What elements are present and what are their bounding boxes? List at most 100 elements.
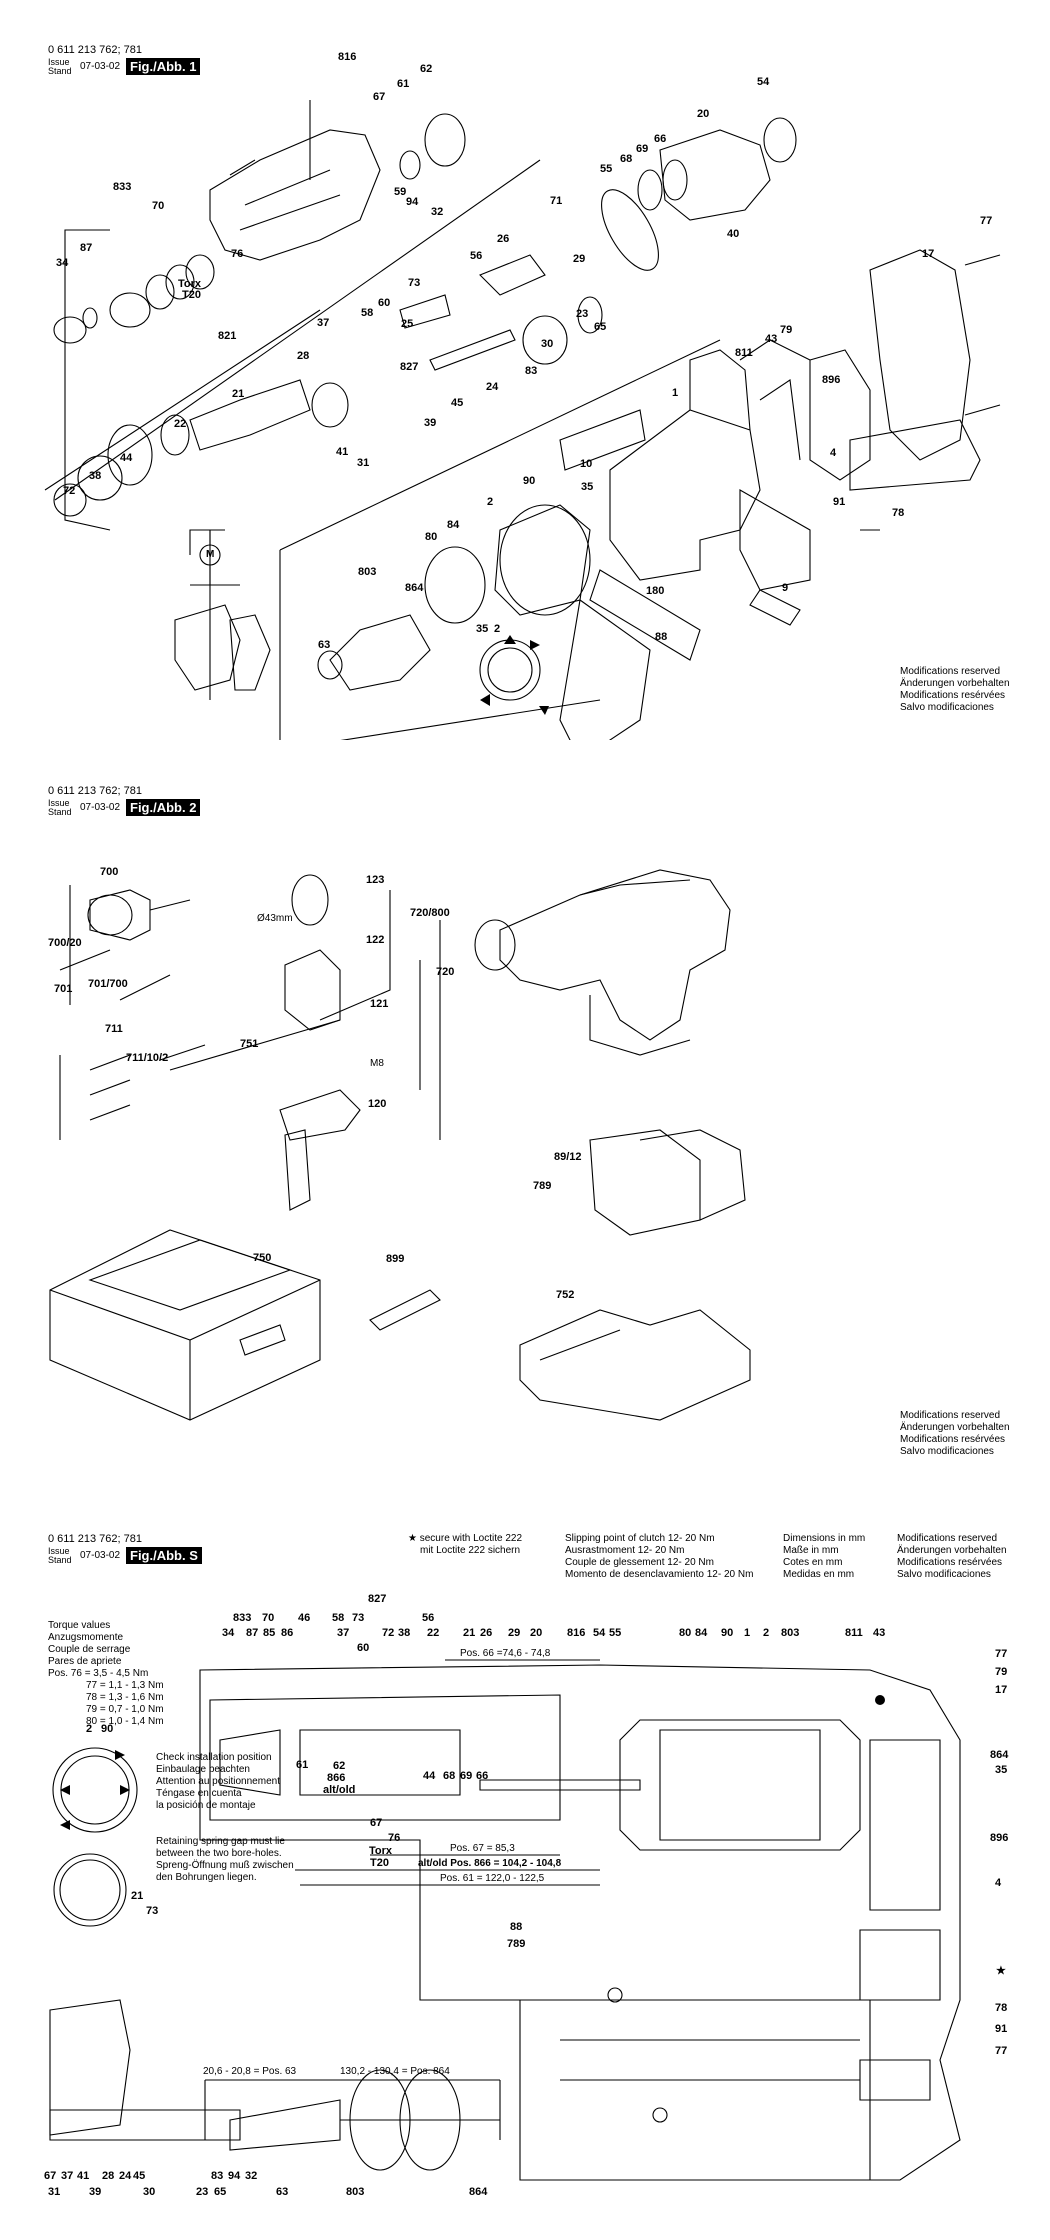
figure-label: Fig./Abb. 2 xyxy=(126,799,201,816)
callout: 29 xyxy=(573,253,586,265)
callout: 45 xyxy=(451,397,464,409)
callout: 94 xyxy=(228,2170,241,2182)
accessories-view xyxy=(49,869,751,1421)
callout: 816 xyxy=(338,51,357,63)
callout: 55 xyxy=(609,1627,622,1639)
callout: 54 xyxy=(757,76,770,88)
torx-label: Torx xyxy=(178,278,202,290)
callout: 35 xyxy=(995,1764,1008,1776)
callout: 26 xyxy=(497,233,510,245)
sectional-view xyxy=(49,1659,961,2181)
callout: 70 xyxy=(262,1612,275,1624)
clutch-note: Slipping point of clutch 12- 20 Nm Ausra… xyxy=(565,1533,754,1580)
torque-values: Torque values Anzugsmomente Couple de se… xyxy=(48,1620,164,1727)
callout: 94 xyxy=(406,196,419,208)
callout: 89/12 xyxy=(554,1151,582,1163)
dimensions-note: Dimensions in mm Maße in mm Cotes en mm … xyxy=(783,1533,866,1580)
callout: 72 xyxy=(63,485,76,497)
callout: 55 xyxy=(600,163,613,175)
callout: 88 xyxy=(655,631,668,643)
callout: 68 xyxy=(443,1770,456,1782)
callout: 29 xyxy=(508,1627,521,1639)
callout: 827 xyxy=(368,1593,387,1605)
callout: 789 xyxy=(533,1180,552,1192)
callout: 90 xyxy=(523,475,536,487)
callout: 61 xyxy=(397,78,410,90)
callout: 30 xyxy=(143,2186,156,2198)
callout: 87 xyxy=(246,1627,259,1639)
callout: 73 xyxy=(352,1612,365,1624)
callout: 46 xyxy=(298,1612,311,1624)
callout: 121 xyxy=(370,998,389,1010)
callout: 88 xyxy=(510,1921,523,1933)
callout: 67 xyxy=(370,1817,383,1829)
callout: 26 xyxy=(480,1627,493,1639)
callout: 56 xyxy=(422,1612,435,1624)
callout: 77 xyxy=(995,1648,1008,1660)
dim-pos63: 20,6 - 20,8 = Pos. 63 xyxy=(203,2066,297,2077)
callout: 896 xyxy=(990,1832,1009,1844)
stand-label: Stand xyxy=(48,66,72,76)
check-installation-note: Check installation position Einbaulage b… xyxy=(156,1752,280,1811)
modifications-note: Modifications reserved Änderungen vorbeh… xyxy=(897,1533,1007,1580)
callout: 37 xyxy=(317,317,330,329)
callout: 90 xyxy=(721,1627,734,1639)
callout: 78 xyxy=(892,507,905,519)
dim-pos66: Pos. 66 =74,6 - 74,8 xyxy=(460,1648,551,1659)
callout: 701/700 xyxy=(88,978,128,990)
modifications-note: Modifications reserved Änderungen vorbeh… xyxy=(900,666,1010,713)
callout: 62 xyxy=(333,1760,346,1772)
part-number: 0 611 213 762; 781 xyxy=(48,1533,142,1545)
callout: 34 xyxy=(56,257,69,269)
callout: 70 xyxy=(152,200,165,212)
callout: 816 xyxy=(567,1627,586,1639)
exploded-view-1 xyxy=(44,100,1001,740)
callout: 68 xyxy=(620,153,633,165)
figure-label: Fig./Abb. 1 xyxy=(126,58,201,75)
callout: 789 xyxy=(507,1938,526,1950)
callout: 38 xyxy=(89,470,102,482)
callout: 120 xyxy=(368,1098,387,1110)
callout: 67 xyxy=(373,91,386,103)
callout: 86 xyxy=(281,1627,294,1639)
callout: 750 xyxy=(253,1252,272,1264)
callout: 79 xyxy=(780,324,793,336)
stand-label: Stand xyxy=(48,807,72,817)
callout: 37 xyxy=(337,1627,350,1639)
figure-label: Fig./Abb. S xyxy=(126,1547,202,1564)
callout: 803 xyxy=(781,1627,800,1639)
callout: 40 xyxy=(727,228,740,240)
callout: 700/20 xyxy=(48,937,82,949)
callout: Torx xyxy=(369,1845,393,1857)
callout: 71 xyxy=(550,195,563,207)
callout: 803 xyxy=(358,566,377,578)
callout: 84 xyxy=(695,1627,708,1639)
callout: 58 xyxy=(332,1612,345,1624)
callout: 80 xyxy=(679,1627,692,1639)
callout: 751 xyxy=(240,1038,259,1050)
callout: 44 xyxy=(120,452,133,464)
callout: 66 xyxy=(476,1770,489,1782)
callout: 73 xyxy=(146,1905,159,1917)
callout: 864 xyxy=(990,1749,1009,1761)
callout: 43 xyxy=(765,333,778,345)
callout: 45 xyxy=(133,2170,146,2182)
callout: 123 xyxy=(366,874,385,886)
dim-pos61: Pos. 61 = 122,0 - 122,5 xyxy=(440,1873,545,1884)
callout: 4 xyxy=(995,1877,1002,1889)
callout: 73 xyxy=(408,277,421,289)
callout: 896 xyxy=(822,374,841,386)
callout: 66 xyxy=(654,133,667,145)
dim-pos864: 130,2 - 130,4 = Pos. 864 xyxy=(340,2066,450,2077)
callout: 63 xyxy=(276,2186,289,2198)
callout: 22 xyxy=(174,418,187,430)
loctite-note: ★ secure with Loctite 222 mit Loctite 22… xyxy=(408,1533,523,1556)
callout: 61 xyxy=(296,1759,309,1771)
callout: 21 xyxy=(232,388,245,400)
callout: 720 xyxy=(436,966,455,978)
callout: 35 xyxy=(581,481,594,493)
modifications-note: Modifications reserved Änderungen vorbeh… xyxy=(900,1410,1010,1457)
callout: 25 xyxy=(401,318,414,330)
date: 07-03-02 xyxy=(80,802,121,813)
issue-label: Issue xyxy=(48,1546,70,1556)
